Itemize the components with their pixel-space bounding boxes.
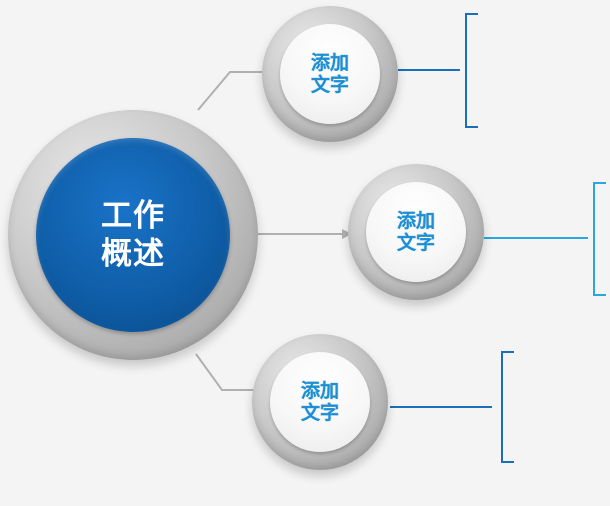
- node-2-circle: 添加文字: [366, 182, 466, 282]
- bracket-3: [501, 351, 514, 463]
- hub-circle: 工作概述: [36, 138, 230, 332]
- bracket-1: [465, 13, 478, 128]
- node-3-circle: 添加文字: [270, 352, 370, 452]
- connector-to-node-1: [197, 71, 264, 111]
- bracket-2: [593, 182, 606, 296]
- node-1-circle: 添加文字: [280, 24, 380, 124]
- connector-arrowhead: [342, 229, 352, 239]
- node-1-label: 添加文字: [310, 52, 349, 96]
- hub-label: 工作概述: [101, 198, 165, 272]
- connector-to-node-3: [195, 353, 254, 391]
- node-2-label: 添加文字: [396, 210, 435, 254]
- node-3-label: 添加文字: [300, 380, 339, 424]
